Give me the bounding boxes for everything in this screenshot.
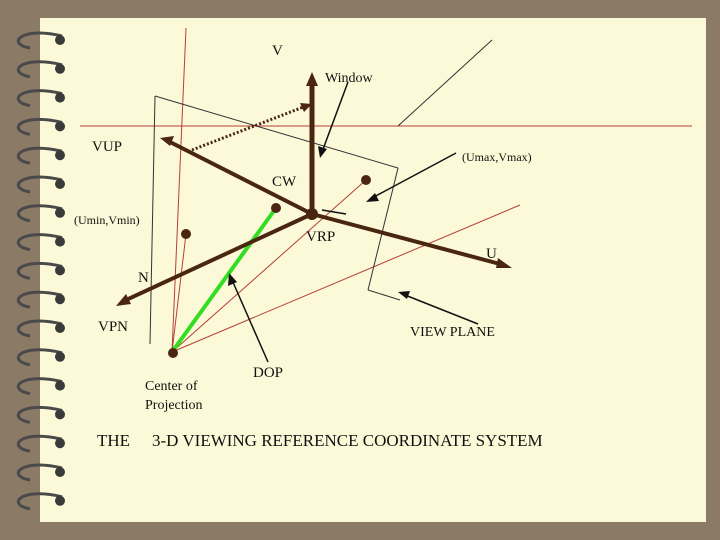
view-plane-pointer-arrowhead [398,291,410,299]
view-plane-edge-front [149,95,156,345]
spiral-ring [16,233,63,252]
v-axis-arrowhead [306,72,318,86]
dop-pointer-line [231,279,269,363]
window-pointer-line [321,81,349,153]
spiral-hole [55,63,65,74]
view-plane-edge-top [154,95,399,169]
spiral-hole [55,236,65,247]
dop-pointer-arrowhead [228,273,237,286]
spiral-hole [55,207,65,218]
spiral-hole [55,467,65,477]
diagonal-axis-line [171,204,521,353]
vup-label: VUP [92,139,122,155]
spiral-hole [55,121,65,132]
umax-vmax-pointer-line [371,152,457,199]
spiral-ring [16,405,63,424]
window-dotted-arrowhead [300,103,312,112]
umin-vmin-point [181,229,191,239]
dop-label: DOP [253,365,283,381]
vpn-label: VPN [98,319,128,335]
spiral-ring [16,377,63,396]
u-axis-line [311,212,501,266]
spiral-hole [55,495,65,506]
spiral-ring [16,319,63,338]
ray-to-umin-vmin [171,233,187,353]
vrp-point [306,208,318,220]
spiral-ring [16,348,63,367]
umin-vmin-label: (Umin,Vmin) [74,213,140,227]
spiral-hole [55,265,65,276]
spiral-hole [55,323,65,333]
center-of-projection-label-2: Projection [145,398,203,413]
spiral-hole [55,409,65,420]
view-plane-edge-back [367,167,399,291]
window-dotted-line [191,104,307,152]
spiral-hole [55,35,65,45]
title-prefix: THE [97,431,130,450]
umax-vmax-pointer-arrowhead [366,193,379,202]
window-pointer-arrowhead [318,146,327,158]
ray-to-umax-vmax [171,179,367,353]
center-of-projection-label-1: Center of [145,379,198,394]
cw-pointer-line [321,209,347,215]
vup-axis-arrowhead [160,136,174,146]
spiral-hole [55,380,65,391]
n-label: N [138,270,149,286]
spiral-ring [16,146,63,165]
spiral-ring [16,204,63,223]
spiral-hole [55,150,65,161]
view-plane-label: VIEW PLANE [410,325,495,340]
n-axis-line [125,212,313,302]
umax-vmax-label: (Umax,Vmax) [462,150,532,164]
vup-axis-line [169,140,313,216]
spiral-ring [16,175,63,194]
u-label: U [486,246,497,262]
cw-label: CW [272,174,297,190]
spiral-ring [16,89,63,108]
spiral-hole [55,92,65,103]
umax-vmax-point [361,175,371,185]
spiral-ring [16,60,63,79]
spiral-ring [16,290,63,309]
spiral-ring [16,434,63,453]
vertical-axis-line [171,27,187,353]
page-title: 3-D VIEWING REFERENCE COORDINATE SYSTEM [152,431,543,450]
spiral-ring [16,463,63,482]
spiral-ring [16,31,63,50]
n-axis-arrowhead [116,294,131,306]
u-axis-arrowhead [496,258,512,268]
spiral-ring [16,117,63,136]
vrp-label: VRP [306,229,335,245]
spiral-hole [55,294,65,305]
spiral-ring [16,492,63,511]
view-plane-pointer-line [404,294,479,325]
center-of-projection-point [168,348,178,358]
view-plane-edge-lower [367,289,401,301]
spiral-hole [55,351,65,362]
spiral-ring [16,261,63,280]
spiral-hole [55,438,65,449]
v-label: V [272,43,283,59]
dop-line [170,206,278,354]
spiral-hole [55,179,65,189]
spiral-rings [16,31,65,511]
view-plane-edge-upper [397,39,493,127]
cw-point [271,203,281,213]
window-label: Window [325,71,374,86]
